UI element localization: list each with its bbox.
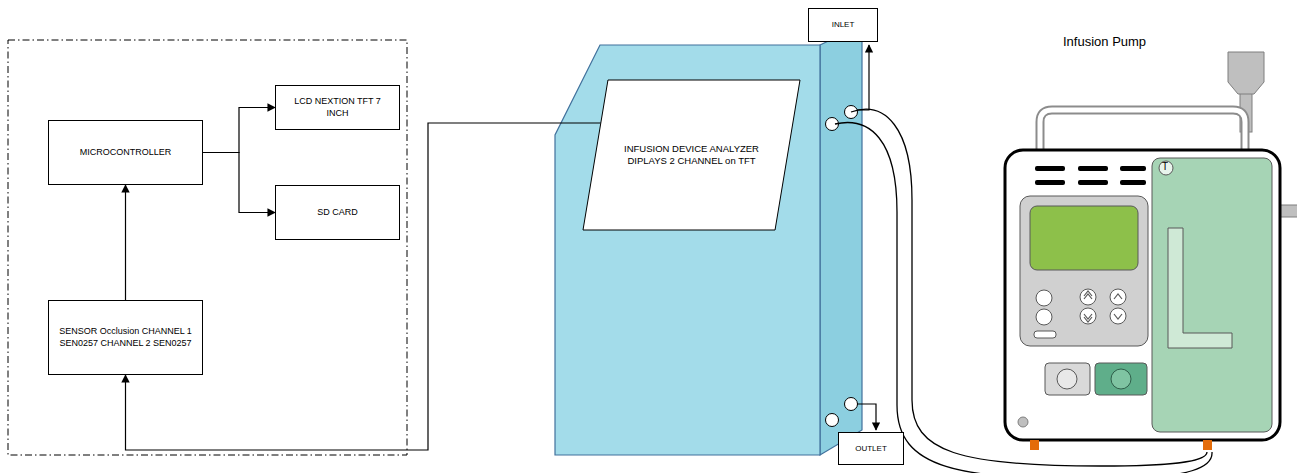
text-group: OUTLET xyxy=(855,444,887,454)
infusion-pump-part xyxy=(1280,205,1297,217)
node-text: MICROCONTROLLER xyxy=(80,147,172,158)
infusion-pump-part xyxy=(1110,289,1126,305)
infusion-pump-part xyxy=(1152,158,1272,432)
infusion-pump-part xyxy=(1034,331,1056,338)
system-boundary xyxy=(8,40,407,455)
process-box: MICROCONTROLLER xyxy=(48,120,203,185)
display-box: LCD NEXTION TFT 7 INCH xyxy=(275,85,400,130)
connector-arrow xyxy=(203,153,275,213)
analyzer-housing-part xyxy=(826,414,839,427)
infusion-pump-part xyxy=(1110,308,1126,324)
infusion-pump-part xyxy=(1018,417,1028,427)
storage-box: SD CARD xyxy=(275,185,400,240)
system-boundary-part xyxy=(8,40,407,455)
text-group: INLET xyxy=(832,20,855,30)
infusion-pump-part xyxy=(1036,309,1052,325)
analyzer-housing-part xyxy=(555,45,820,455)
text-group: MICROCONTROLLER xyxy=(80,147,172,158)
infusion-pump-part xyxy=(1035,180,1065,185)
node-text: SD CARD xyxy=(317,207,358,218)
analyzer-housing-part xyxy=(820,25,862,455)
infusion-pump-part xyxy=(1095,363,1147,395)
node-text: SENSOR Occlusion CHANNEL 1 SEN0257 CHANN… xyxy=(55,326,196,349)
infusion-pump-part xyxy=(1057,369,1077,389)
sensor-box: SENSOR Occlusion CHANNEL 1 SEN0257 CHANN… xyxy=(48,300,203,375)
node-text: LCD NEXTION TFT 7 INCH xyxy=(282,96,393,119)
node-text: INLET xyxy=(832,20,855,30)
infusion-pump-part xyxy=(1078,166,1108,171)
infusion-pump-part xyxy=(1040,110,1245,152)
node-text: OUTLET xyxy=(855,444,887,454)
infusion-pump-part xyxy=(1045,363,1090,395)
port-leader-part xyxy=(857,45,869,110)
infusion-pump-part xyxy=(1030,206,1138,270)
infusion-pump-part xyxy=(1228,52,1264,94)
analyzer-housing-part xyxy=(845,398,858,411)
text-group: SENSOR Occlusion CHANNEL 1 SEN0257 CHANN… xyxy=(55,326,196,349)
device-label: Infusion Pump xyxy=(1063,34,1146,49)
node-text: INFUSION DEVICE ANALYZER DIPLAYS 2 CHANN… xyxy=(621,143,762,167)
infusion-pump-part xyxy=(1120,166,1146,171)
port-box: INLET xyxy=(808,8,878,42)
connector-arrow xyxy=(203,108,275,153)
infusion-pump-part xyxy=(1005,150,1280,440)
infusion-pump-part xyxy=(1030,440,1039,450)
port-box: OUTLET xyxy=(838,432,904,465)
screen-parallelogram: INFUSION DEVICE ANALYZER DIPLAYS 2 CHANN… xyxy=(583,80,800,230)
infusion-pump-part xyxy=(1036,290,1052,306)
infusion-pump-part xyxy=(1168,228,1232,348)
parallelogram-outline xyxy=(583,80,800,230)
port-leader xyxy=(857,45,876,430)
infusion-pump-part xyxy=(1203,440,1212,450)
infusion-pump-part xyxy=(1020,196,1148,346)
infusion-pump-part xyxy=(1084,291,1122,322)
infusion-pump-part xyxy=(1111,369,1131,389)
infusion-pump-part xyxy=(1078,180,1108,185)
infusion-pump xyxy=(1005,52,1297,450)
infusion-pump-part xyxy=(1120,180,1146,185)
port-leader-part xyxy=(857,404,876,430)
text-group: INFUSION DEVICE ANALYZER DIPLAYS 2 CHANN… xyxy=(621,143,762,167)
connector-arrow xyxy=(125,185,126,300)
infusion-pump-part xyxy=(1040,110,1245,152)
text-group: LCD NEXTION TFT 7 INCH xyxy=(282,96,393,119)
infusion-pump-part xyxy=(1035,166,1065,171)
infusion-pump-part xyxy=(1159,161,1173,175)
analyzer-housing xyxy=(555,25,862,455)
panel-letter: T xyxy=(1162,161,1168,172)
text-group: SD CARD xyxy=(317,207,358,218)
